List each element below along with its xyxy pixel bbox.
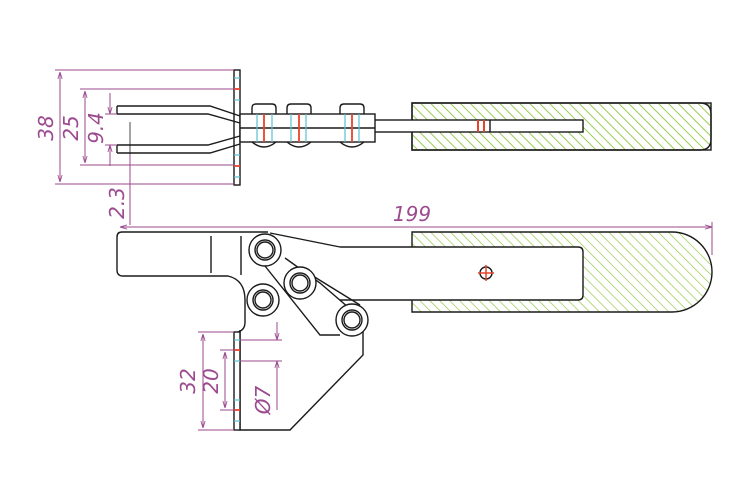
base-plate-top [233,69,241,186]
dim-199: 199 [393,202,431,226]
dim-2-3: 2.3 [105,187,129,219]
pivot-pins [246,233,369,337]
handle-bar [340,246,584,301]
dim-25: 25 [59,115,83,140]
dim-9-4: 9.4 [84,112,108,144]
dim-38: 38 [34,115,58,140]
dimension-lines [55,69,713,431]
top-view [116,69,712,186]
base-plate-side [233,331,241,431]
dim-32: 32 [176,368,200,393]
clamp-arm-top [116,105,241,154]
clamp-arm-side [116,231,268,333]
dim-20: 20 [199,368,223,393]
dim-hole-diameter: Ø7 [251,385,275,415]
side-view [116,231,713,431]
